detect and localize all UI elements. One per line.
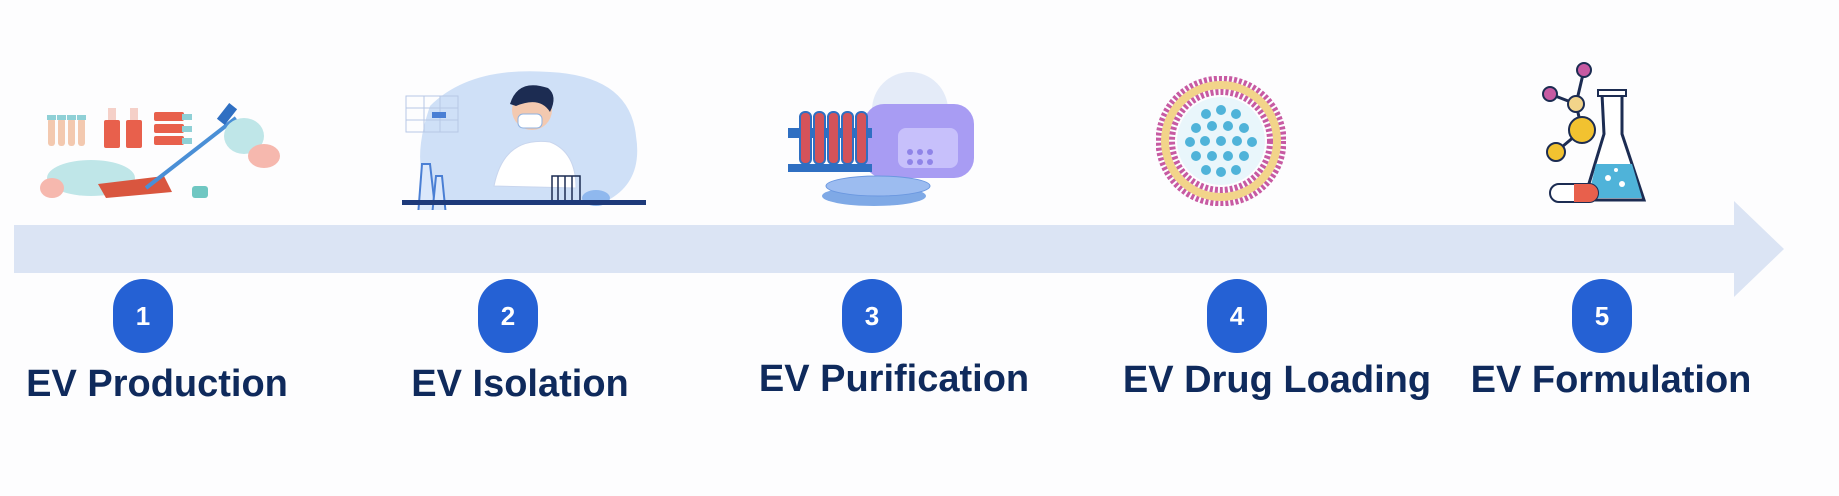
step-label: EV Isolation: [411, 363, 629, 405]
step-number-badge: 3: [842, 279, 902, 353]
vesicle-icon: [1156, 76, 1286, 206]
step-number-badge: 2: [478, 279, 538, 353]
step-label: EV Purification: [758, 358, 1030, 400]
flask-molecule-icon: [1542, 62, 1647, 203]
step-label: EV Formulation: [1470, 359, 1752, 401]
step-number-badge: 5: [1572, 279, 1632, 353]
lab-equipment-icon: [788, 72, 974, 206]
step-label: EV Drug Loading: [1122, 359, 1432, 401]
step-number-badge: 4: [1207, 279, 1267, 353]
scientist-icon: [402, 71, 646, 210]
step-number-badge: 1: [113, 279, 173, 353]
step-label: EV Production: [26, 363, 288, 405]
cell-culture-icon: [40, 103, 280, 198]
